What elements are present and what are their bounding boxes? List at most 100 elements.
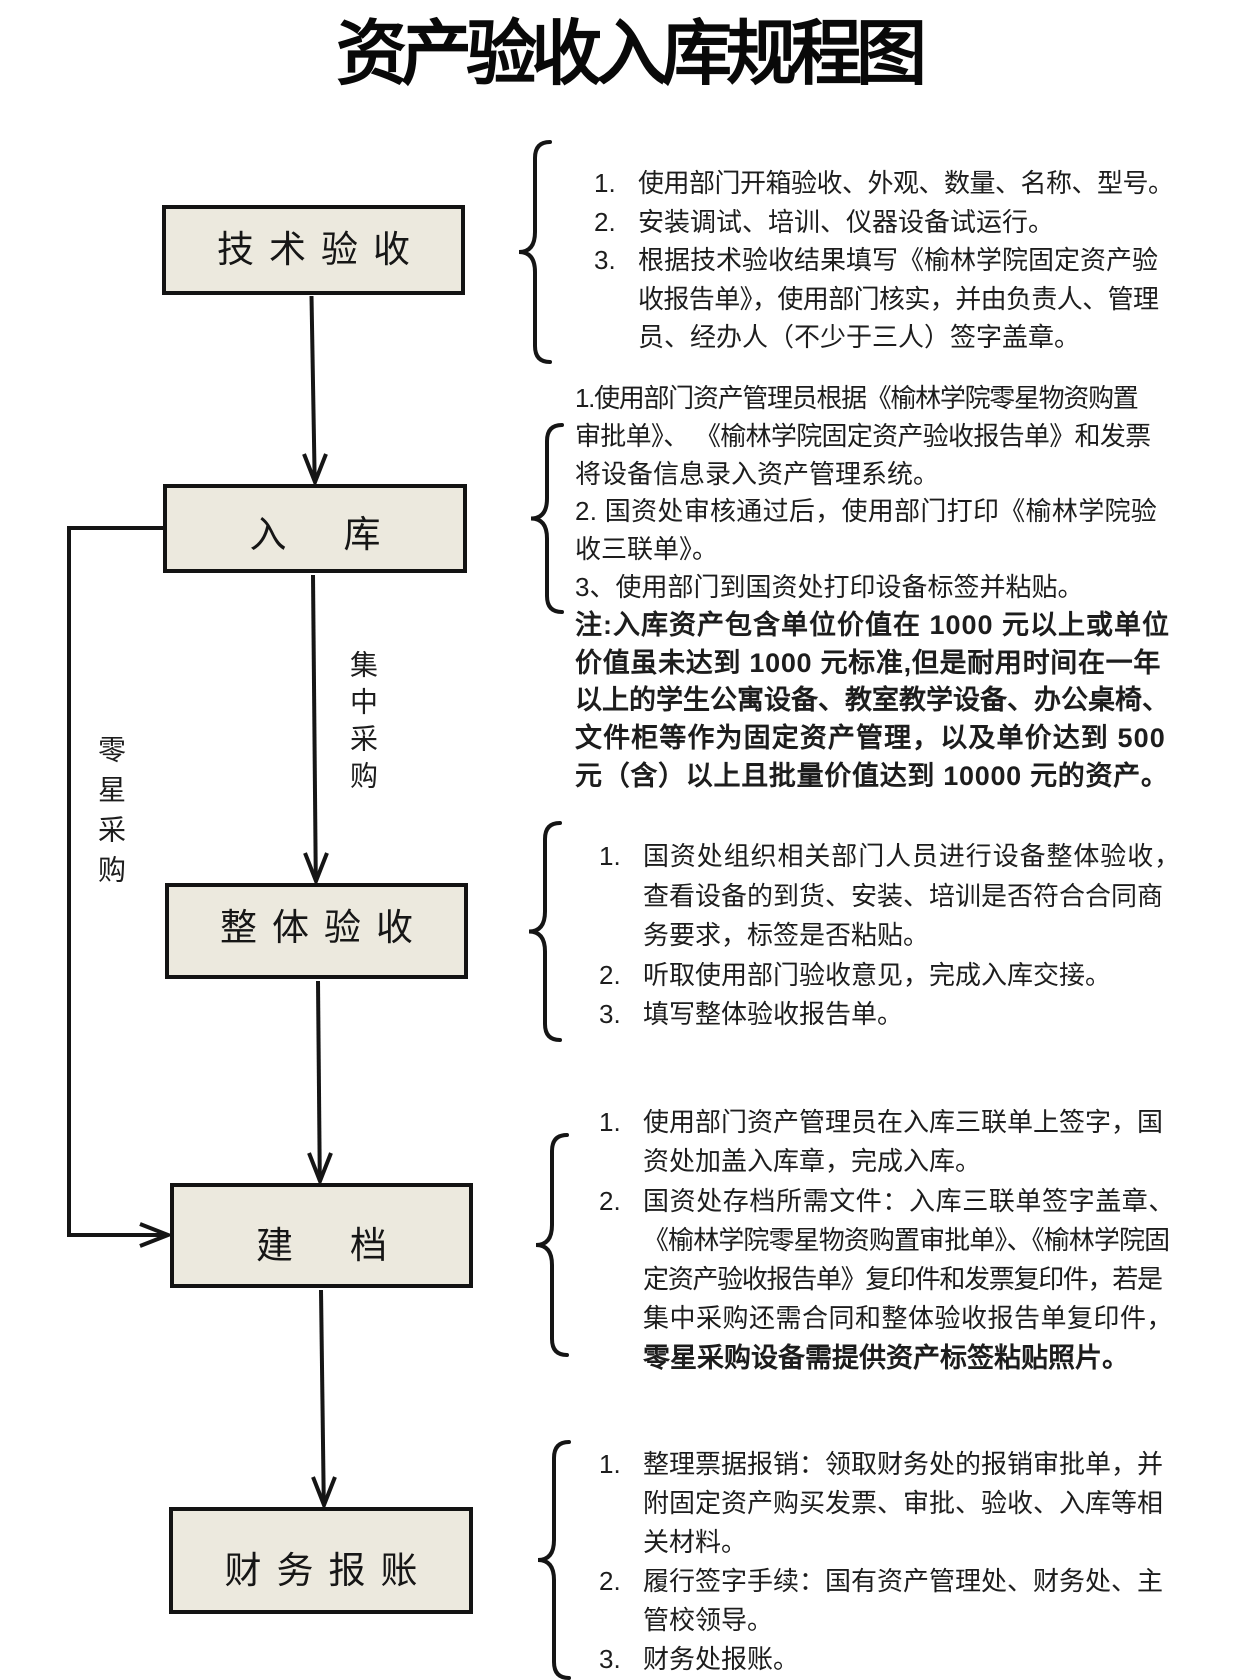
annotation-line: 3. 财务处报账。 [599,1640,1163,1679]
arrow-bypass-ruku-to-jiandang [67,526,174,1248]
annotation-line: 1. 国资处组织相关部门人员进行设备整体验收， [599,837,1181,877]
annotation-line: 收三联单》。 [575,531,1170,569]
line-text: 1.使用部门资产管理员根据《榆林学院零星物资购置 [575,383,1139,413]
flow-box-caiwu: 财务报账 [169,1507,473,1614]
flow-box-jiandang-label: 建档 [256,1224,444,1266]
annotation-line: 2. 国资处存档所需文件：入库三联单签字盖章、 [599,1182,1175,1221]
brace-zhengti [528,821,562,1042]
arrow-shaft [316,980,322,1181]
annotation-line: 2. 安装调试、培训、仪器设备试运行。 [594,203,1174,242]
arrow-head [139,1222,174,1248]
annotation-line: 务要求，标签是否粘贴。 [599,916,1181,956]
line-text: 收报告单》，使用部门核实，并由负责人、管理 [638,283,1159,314]
line-text: 安装调试、培训、仪器设备试运行。 [638,206,1055,237]
line-number: 2. [594,206,616,237]
annotation-line: 定资产验收报告单》复印件和发票复印件，若是 [599,1260,1175,1299]
line-text: 《榆林学院零星物资购置审批单》、《榆林学院固 [643,1224,1170,1255]
line-number: 3. [594,245,616,275]
annotation-line: 2. 履行签字手续：国有资产管理处、财务处、主 [599,1562,1163,1601]
annotation-tech: 1.使用部门开箱验收、外观、数量、名称、型号。 2. 安装调试、培训、仪器设备试运… [594,164,1174,357]
line-text: 财务处报账。 [643,1644,800,1674]
arrow-head [302,453,328,488]
line-text: 国资处组织相关部门人员进行设备整体验收， [643,841,1182,871]
annotation-line: 将设备信息录入资产管理系统。 [575,456,1170,494]
brace-ruku [530,423,564,614]
annotation-line: 收报告单》，使用部门核实，并由负责人、管理 [594,280,1174,319]
annotation-note-line: 注:入库资产包含单位价值在 1000 元以上或单位 [575,607,1170,645]
line-text: 2. 国资处审核通过后，使用部门打印《榆林学院验 [575,496,1158,527]
line-number: 3. [599,1644,621,1674]
brace-caiwu [537,1440,571,1680]
annotation-line: 3. 根据技术验收结果填写《榆林学院固定资产验 [594,241,1174,280]
annotation-ruku: 1.使用部门资产管理员根据《榆林学院零星物资购置 审批单》、 《榆林学院固定资产… [575,380,1170,796]
line-text: 听取使用部门验收意见，完成入库交接。 [643,959,1112,990]
line-text: 元（含）以上且批量价值达到 10000 元的资产。 [575,760,1169,791]
line-text: 价值虽未达到 1000 元标准,但是耐用时间在一年 [575,647,1162,678]
line-text: 资处加盖入库章，完成入库。 [643,1146,982,1177]
flow-box-ruku-label: 入库 [249,513,438,555]
flow-box-tech-label: 技术验收 [217,229,425,270]
line-text: 使用部门开箱验收、外观、数量、名称、型号。 [638,168,1174,198]
annotation-line: 查看设备的到货、安装、培训是否符合合同商 [599,877,1181,917]
line-text: 文件柜等作为固定资产管理，以及单价达到 500 [575,723,1166,754]
line-text: 根据技术验收结果填写《榆林学院固定资产验 [638,245,1159,275]
line-text: 务要求，标签是否粘贴。 [643,920,930,950]
annotation-line: 1.使用部门开箱验收、外观、数量、名称、型号。 [594,164,1174,203]
flow-box-caiwu-label: 财务报账 [224,1549,433,1591]
line-text: 定资产验收报告单》复印件和发票复印件，若是 [643,1264,1163,1295]
line-text: 员、经办人（不少于三人）签字盖章。 [638,322,1081,352]
line-text: 以上的学生公寓设备、教室教学设备、办公桌椅、 [575,685,1169,716]
flow-box-ruku: 入库 [163,484,467,573]
line-text: 零星采购设备需提供资产标签粘贴照片。 [643,1342,1129,1373]
line-text: 注:入库资产包含单位价值在 1000 元以上或单位 [575,609,1171,640]
annotation-note-line: 以上的学生公寓设备、教室教学设备、办公桌椅、 [575,682,1170,720]
line-text: 国资处存档所需文件：入库三联单签字盖章、 [643,1185,1176,1216]
arrow-head [307,1152,333,1187]
line-text: 3、使用部门到国资处打印设备标签并粘贴。 [575,571,1084,602]
annotation-note-line: 文件柜等作为固定资产管理，以及单价达到 500 [575,720,1170,758]
annotation-caiwu: 1.整理票据报销：领取财务处的报销审批单，并 附固定资产购买发票、审批、验收、入… [599,1445,1163,1679]
flow-box-zhengti-label: 整体验收 [220,907,428,948]
annotation-line: 《榆林学院零星物资购置审批单》、《榆林学院固 [599,1221,1175,1260]
annotation-note-line: 零星采购设备需提供资产标签粘贴照片。 [599,1339,1175,1378]
annotation-line: 3. 填写整体验收报告单。 [599,995,1181,1035]
line-number: 1. [599,1107,621,1137]
arrow-shaft [309,295,317,482]
arrow-shaft [319,1289,326,1505]
arrow-shaft [311,574,318,881]
line-text: 关材料。 [643,1527,748,1557]
line-number: 2. [599,1566,621,1596]
line-text: 收三联单》。 [575,534,719,565]
annotation-line: 资处加盖入库章，完成入库。 [599,1142,1175,1181]
bypass-route [67,526,164,1237]
annotation-note-line: 元（含）以上且批量价值达到 10000 元的资产。 [575,758,1170,796]
annotation-line: 集中采购还需合同和整体验收报告单复印件， [599,1299,1175,1338]
annotation-note-line: 价值虽未达到 1000 元标准,但是耐用时间在一年 [575,645,1170,683]
line-number: 1. [599,841,621,871]
arrow-tech-to-ruku [302,295,328,488]
brace-jiandang [535,1133,569,1357]
arrow-zhengti-to-jiandang [307,980,333,1187]
annotation-line: 3、使用部门到国资处打印设备标签并粘贴。 [575,569,1170,607]
arrow-jiandang-to-caiwu [311,1289,337,1511]
line-text: 审批单》、 《榆林学院固定资产验收报告单》和发票 [575,420,1151,451]
arrow-head [303,852,329,887]
annotation-line: 员、经办人（不少于三人）签字盖章。 [594,318,1174,357]
page-title: 资产验收入库规程图 [335,15,927,94]
annotation-line: 关材料。 [599,1523,1163,1562]
annotation-line: 2. 听取使用部门验收意见，完成入库交接。 [599,956,1181,996]
line-text: 将设备信息录入资产管理系统。 [575,458,940,489]
arrow-head [311,1476,337,1511]
line-number: 2. [599,1185,621,1216]
line-text: 填写整体验收报告单。 [643,999,904,1029]
arrow-ruku-to-zhengti [303,574,329,887]
line-number: 3. [599,999,621,1029]
annotation-line: 1.使用部门资产管理员根据《榆林学院零星物资购置 [575,380,1170,418]
edge-label-centralized-procurement: 集中采购 [347,650,378,798]
line-text: 履行签字手续：国有资产管理处、财务处、主 [643,1566,1164,1596]
line-number: 1. [599,1449,621,1479]
annotation-jiandang: 1.使用部门资产管理员在入库三联单上签字，国 资处加盖入库章，完成入库。 2.国… [599,1103,1175,1378]
line-number: 2. [599,959,621,990]
